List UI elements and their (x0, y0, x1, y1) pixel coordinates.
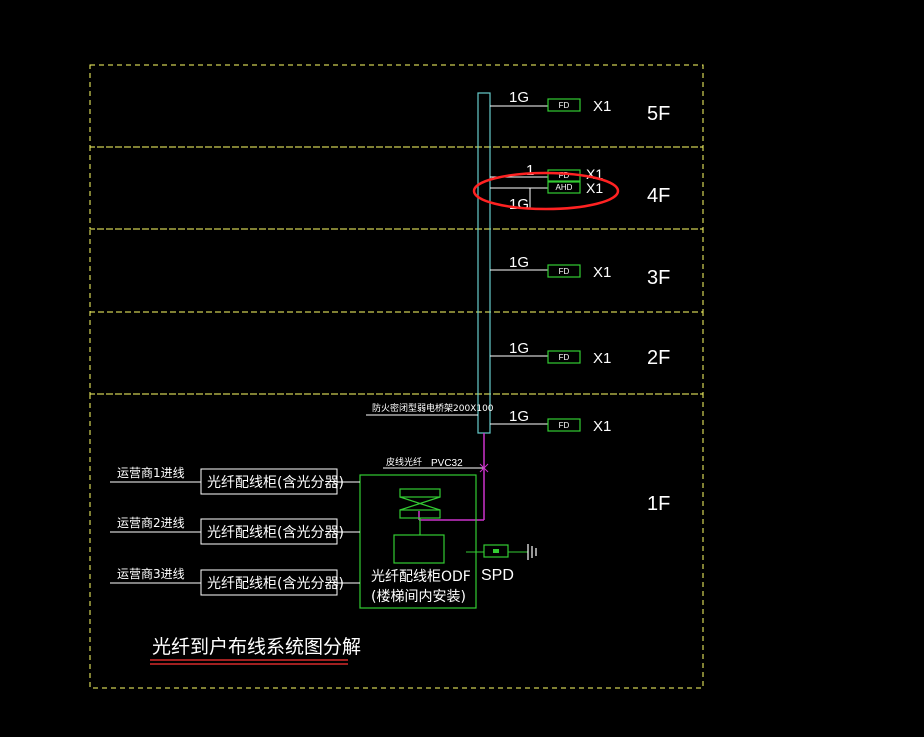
odf-cabinet: 光纤配线柜ODF (楼梯间内安装) (359, 474, 477, 609)
conduit: 皮线光纤 PVC32 (383, 433, 489, 521)
splitter-bottom-bar (399, 509, 441, 519)
spd-element (493, 549, 499, 553)
incoming-1: 运营商1进线 光纤配线柜(含光分器) (110, 465, 360, 495)
floor-frames (89, 64, 704, 689)
incoming-3: 运营商3进线 光纤配线柜(含光分器) (110, 566, 360, 596)
count-label: X1 (586, 180, 603, 196)
device-label: FD (559, 421, 570, 430)
riser-tray (477, 92, 491, 434)
device-label: FD (559, 267, 570, 276)
floor-label-2f: 2F (647, 347, 670, 369)
cable-label: 1G (509, 254, 529, 271)
operator-label: 运营商2进线 (117, 515, 185, 530)
spd-box (483, 544, 509, 558)
cable-label: 1G (509, 340, 529, 357)
ahd-box (547, 181, 581, 194)
conduit-left-label: 皮线光纤 (386, 456, 422, 468)
cable-label: 1G (509, 408, 529, 425)
fd-box (547, 264, 581, 278)
diagram-title: 光纤到户布线系统图分解 (152, 636, 361, 658)
odf-label-1: 光纤配线柜ODF (371, 569, 471, 585)
device-label: FD (559, 171, 570, 180)
cabinet-label: 光纤配线柜(含光分器) (207, 475, 344, 491)
cable-label: 1 (526, 162, 534, 179)
fd-box (547, 98, 581, 112)
floor-frame-1f (89, 393, 704, 689)
spd-label: SPD (481, 567, 514, 584)
odf-label-2: (楼梯间内安装) (371, 589, 466, 605)
conduit-label: PVC32 (431, 458, 463, 469)
branch-2f: 1G FD X1 (490, 340, 611, 367)
fd-box (547, 350, 581, 364)
branch-1f: 1G FD X1 (490, 408, 611, 435)
operator-label: 运营商3进线 (117, 566, 185, 581)
riser-label: 防火密闭型弱电桥架200X100 (372, 402, 494, 414)
floor-label-5f: 5F (647, 103, 670, 125)
device-label: FD (559, 101, 570, 110)
cabinet-label: 光纤配线柜(含光分器) (207, 576, 344, 592)
floor-label-4f: 4F (647, 185, 670, 207)
cable-label: 1G (509, 196, 529, 213)
incoming-2: 运营商2进线 光纤配线柜(含光分器) (110, 515, 360, 545)
odf-unit (393, 534, 445, 564)
branch-5f: 1G FD X1 (490, 89, 611, 115)
cable-label: 1G (509, 89, 529, 106)
device-label: AHD (556, 183, 573, 192)
count-label: X1 (593, 264, 611, 281)
splitter-top-bar (399, 488, 441, 498)
floor-label-3f: 3F (647, 267, 670, 289)
floor-frame-4f (89, 146, 704, 230)
floor-label-1f: 1F (647, 493, 670, 515)
highlight-circle (472, 171, 620, 211)
count-label: X1 (593, 350, 611, 367)
cabinet-label: 光纤配线柜(含光分器) (207, 525, 344, 541)
fd-box (547, 418, 581, 432)
spd: SPD (466, 544, 537, 584)
device-label: FD (559, 353, 570, 362)
operator-label: 运营商1进线 (117, 465, 185, 480)
count-label: X1 (593, 418, 611, 435)
count-label: X1 (593, 98, 611, 115)
branch-3f: 1G FD X1 (490, 254, 611, 281)
